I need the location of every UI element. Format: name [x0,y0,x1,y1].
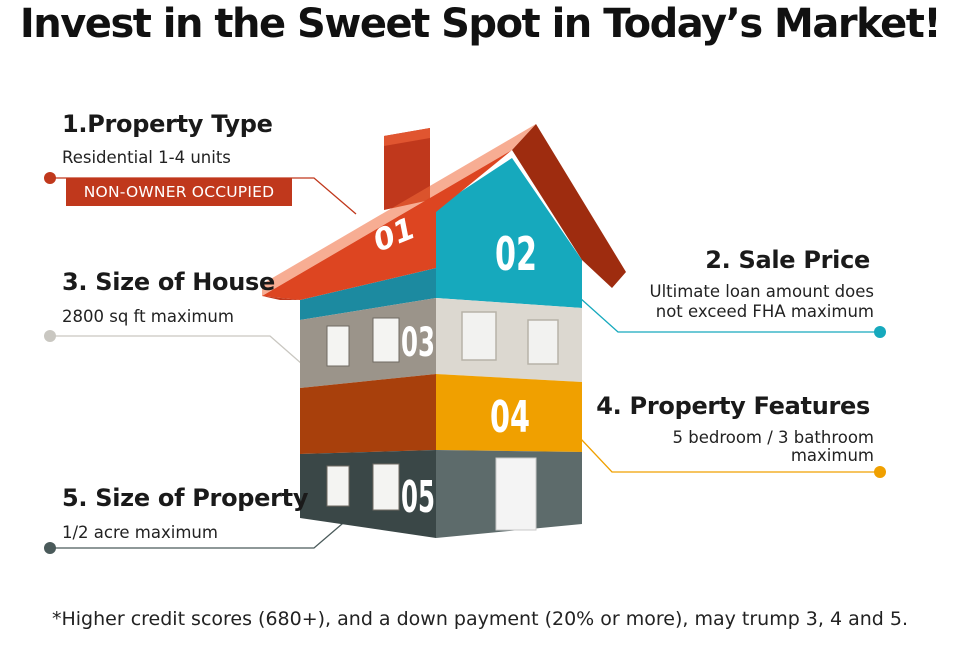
connector-4 [579,437,886,478]
item-3-desc: 2800 sq ft maximum [62,307,234,326]
gable-2 [436,158,582,308]
item-2-heading: 2. Sale Price [705,246,870,274]
connector-2 [579,297,886,338]
house-number-05: 05 [401,472,435,523]
item-1-badge: NON-OWNER OCCUPIED [66,178,292,206]
item-5-desc: 1/2 acre maximum [62,523,218,542]
left-band-1 [300,268,436,320]
roof [262,150,512,300]
page-title: Invest in the Sweet Spot in Today’s Mark… [19,1,942,47]
item-5-heading: 5. Size of Property [62,484,309,512]
house-number-03: 03 [401,320,435,366]
right-band-3 [436,298,582,382]
connector-3 [44,330,319,379]
item-2-desc-line1: Ultimate loan amount does [649,282,874,301]
door [495,457,537,531]
item-4-desc-line1: 5 bedroom / 3 bathroom [672,428,874,447]
item-1-heading: 1.Property Type [62,110,273,138]
house-number-04: 04 [490,392,530,443]
item-4-heading: 4. Property Features [596,392,870,420]
footnote: *Higher credit scores (680+), and a down… [51,608,909,630]
item-2-desc-line2: not exceed FHA maximum [655,302,874,321]
chimney [384,128,430,210]
item-1-desc: Residential 1-4 units [62,148,231,167]
right-windows [461,311,559,365]
item-3-heading: 3. Size of House [62,268,275,296]
left-windows [326,317,400,511]
right-band-4 [436,374,582,452]
house-number-02: 02 [495,227,537,281]
left-band-4 [300,374,436,454]
item-4-desc-line2: maximum [790,446,874,465]
